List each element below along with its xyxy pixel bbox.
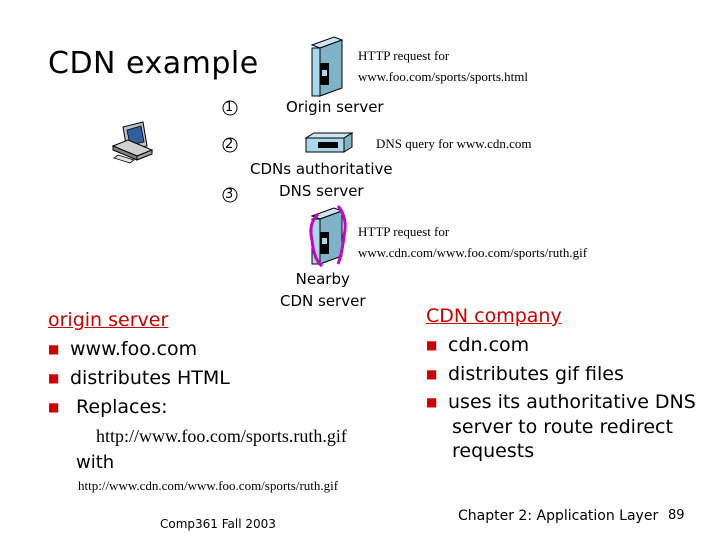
step-1-circle [222,100,238,116]
cdn-list-item: ■cdn.com [426,331,696,360]
footer-course: Comp361 Fall 2003 [160,517,276,531]
http-request-origin-label: HTTP request for www.foo.com/sports/spor… [358,48,528,84]
step-3-circle [222,187,238,203]
origin-list-item: ■distributes HTML [48,364,230,393]
cdn-list-item: ■distributes gif files [426,360,696,389]
bullet-icon: ■ [426,367,438,381]
step-3-number: 3 [225,187,234,202]
step-2-circle [222,137,238,153]
page-number: 89 [668,508,685,523]
nearby-cdn-server-label: Nearby CDN server [280,270,366,310]
footer-chapter: Chapter 2: Application Layer [458,508,659,524]
bullet-icon: ■ [426,338,438,352]
origin-server-heading: origin server [48,309,169,331]
cdn-dns-server-label: CDNs authoritative DNS server [250,160,393,200]
origin-list-item: ■ Replaces: [48,393,230,422]
client-computer-icon [111,121,154,164]
step-2-number: 2 [225,137,234,152]
bullet-icon: ■ [426,395,438,409]
bullet-icon: ■ [48,371,60,385]
dns-query-label: DNS query for www.cdn.com [376,136,532,151]
slide-title: CDN example [48,46,259,81]
bullet-icon: ■ [48,342,60,356]
cdn-list-item: ■uses its authoritative DNS [426,391,696,413]
cdn-list-item-continuation: server to route redirect requests [452,416,673,462]
cdn-company-heading: CDN company [426,305,562,327]
nearby-cdn-server-icon [309,205,347,268]
origin-server-label: Origin server [286,98,384,116]
origin-server-block: origin server ■www.foo.com ■distributes … [48,306,230,422]
origin-list-item: ■www.foo.com [48,335,230,364]
with-text: with [76,452,115,473]
http-request-cdn-label: HTTP request for www.cdn.com/www.foo.com… [358,224,588,260]
cdn-company-block: CDN company ■cdn.com ■distributes gif fi… [426,302,696,463]
origin-server-icon [310,36,344,97]
step-1-number: 1 [225,100,234,115]
bullet-icon: ■ [48,400,60,414]
new-url-text: http://www.cdn.com/www.foo.com/sports/ru… [78,478,339,493]
cdn-dns-server-icon [304,132,354,153]
old-url-text: http://www.foo.com/sports.ruth.gif [96,426,347,446]
